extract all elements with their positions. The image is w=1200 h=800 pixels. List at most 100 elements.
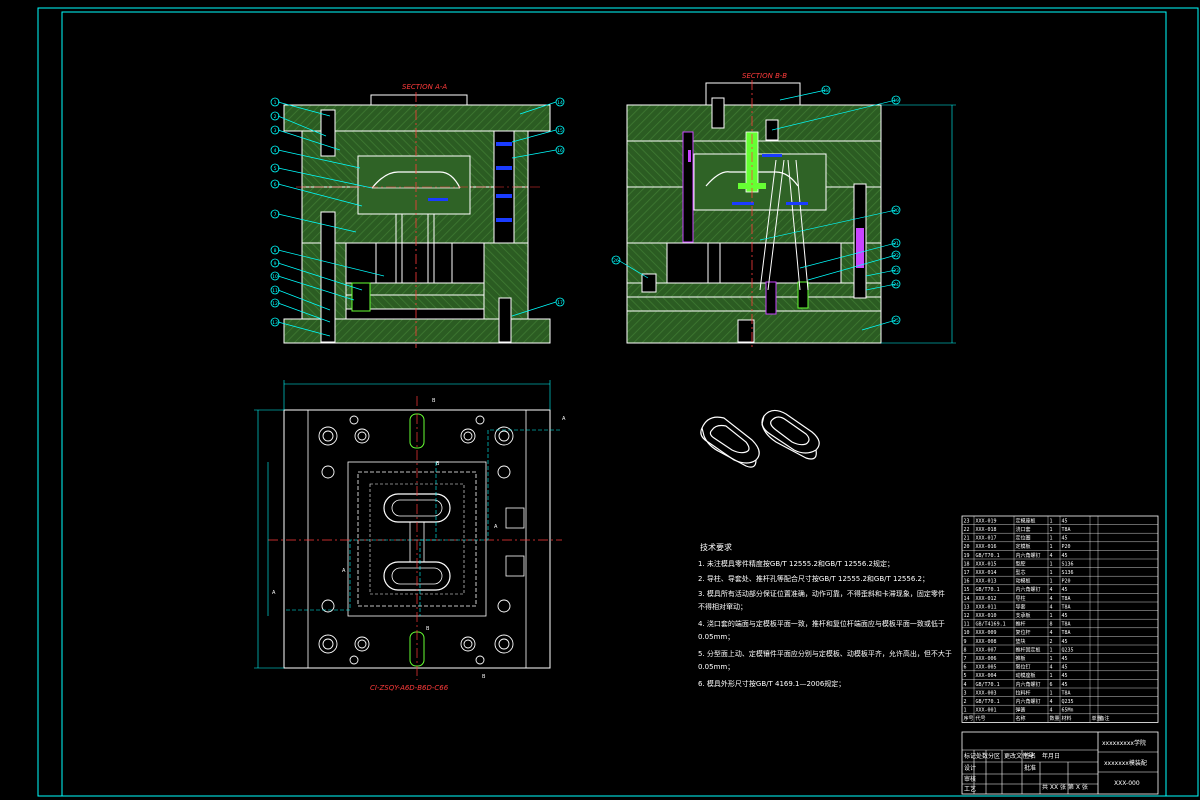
part-balloon-number: 23 <box>893 268 899 274</box>
part-balloon-number: 6 <box>274 182 277 188</box>
bom-cell: 推杆固定板 <box>1016 646 1041 653</box>
bom-cell: 1 <box>1050 536 1053 542</box>
section-mark: A <box>494 524 498 530</box>
bom-header-cell: 数量 <box>1050 715 1060 722</box>
bom-cell: 定模座板 <box>1016 517 1036 524</box>
section-a-leaders <box>277 101 557 337</box>
bom-header-cell: 序号 <box>964 715 974 722</box>
bom-header-cell: 代号 <box>976 715 986 722</box>
bom-cell: 12 <box>964 613 970 619</box>
notes-heading: 技术要求 <box>700 542 732 552</box>
section-marks: A A B B A A B B <box>272 398 566 680</box>
bom-cell: XXX-004 <box>976 673 997 679</box>
section-mark: B <box>432 398 436 404</box>
part-balloon-number: 1 <box>274 100 277 106</box>
part-balloon <box>555 125 565 135</box>
bom-header-cell: 单重 <box>1092 715 1102 722</box>
bom-cell: 22 <box>964 527 970 533</box>
part-balloon <box>270 245 280 255</box>
technical-notes: 技术要求 1. 未注模具零件精度按GB/T 12555.2和GB/T 12556… <box>698 542 952 688</box>
note-item: 0.05mm； <box>698 633 734 641</box>
section-b-leaders <box>617 89 897 331</box>
bom-cell: 45 <box>1062 587 1068 593</box>
part-balloon-number: 15 <box>557 128 563 134</box>
bom-cell: 8 <box>1050 622 1053 628</box>
bom-cell: 4 <box>964 682 967 688</box>
section-mark: A <box>272 590 276 596</box>
bom-cell: 4 <box>1050 630 1053 636</box>
bom-cell: 4 <box>1050 596 1053 602</box>
bom-cell: 1 <box>964 708 967 714</box>
part-balloon <box>270 125 280 135</box>
bom-cell: 导套 <box>1016 603 1026 610</box>
section-mark: A <box>342 568 346 574</box>
bom-cell: 内六角螺钉 <box>1016 552 1041 559</box>
bom-cell: 2 <box>964 699 967 705</box>
bom-cell: XXX-010 <box>976 613 997 619</box>
bom-header-cell: 备注 <box>1100 715 1110 722</box>
bom-cell: 6 <box>1050 682 1053 688</box>
part-balloon <box>891 250 901 260</box>
bom-cell: 9 <box>964 639 967 645</box>
bom-cell: 1 <box>1050 656 1053 662</box>
bom-cell: 内六角螺钉 <box>1016 681 1041 688</box>
part-balloon-number: 21 <box>893 241 899 247</box>
bom-cell: 23 <box>964 518 970 524</box>
bom-cell: 4 <box>1050 699 1053 705</box>
part-balloon-number: 13 <box>272 320 278 326</box>
part-balloon <box>270 271 280 281</box>
part-balloon <box>891 279 901 289</box>
bom-cell: 1 <box>1050 690 1053 696</box>
bom-cell: 型腔 <box>1016 560 1026 567</box>
bom-cell: 1 <box>1050 544 1053 550</box>
bom-cell: XXX-013 <box>976 579 997 585</box>
bom-cell: 弹簧 <box>1016 707 1026 714</box>
title-block: xxxxxxxxx学院 xxxxxxx模装配 XXX-000 共 XX 张 第 … <box>961 731 1159 795</box>
tb-label: 工艺 <box>964 785 976 793</box>
tb-label: 年月日 <box>1042 752 1060 760</box>
bom-cell: 1 <box>1050 613 1053 619</box>
part-balloon-number: 24 <box>893 282 899 288</box>
part-balloon-number: 25 <box>893 318 899 324</box>
bom-cell: 2 <box>1050 639 1053 645</box>
note-item: 3. 模具所有活动部分保证位置准确，动作可靠，不得歪斜和卡滞现象，固定零件 <box>698 589 945 598</box>
bom-cell: XXX-011 <box>976 604 997 610</box>
bom-cell: 1 <box>1050 561 1053 567</box>
bom-cell: 4 <box>1050 708 1053 714</box>
part-balloon <box>270 179 280 189</box>
tb-label: 审核 <box>964 775 976 783</box>
part-balloon-number: 18 <box>823 88 829 94</box>
plan-view-title: CI-ZSQY-A6D-B6D-C66 <box>370 684 449 692</box>
plan-view: A A B B A A B B CI-ZSQY-A6D-B6D-C66 <box>254 380 566 692</box>
bom-cell: GB/T70.1 <box>976 553 1000 559</box>
bom-cell: 拉料杆 <box>1016 689 1031 696</box>
part-balloon-number: 4 <box>274 148 277 154</box>
bom-cell: 1 <box>1050 527 1053 533</box>
bom-cell: 45 <box>1062 518 1068 524</box>
title-sheet-count: 共 XX 张 第 X 张 <box>1042 783 1088 791</box>
bom-cell: T8A <box>1062 630 1071 636</box>
bom-cell: 内六角螺钉 <box>1016 586 1041 593</box>
part-balloon-number: 14 <box>557 100 563 106</box>
bom-cell: 支承板 <box>1016 612 1031 619</box>
sheet-frame <box>37 7 1199 797</box>
note-item: 不得相对窜动； <box>698 602 747 611</box>
bom-cell: GB/T4169.1 <box>976 622 1006 628</box>
part-balloon <box>821 85 831 95</box>
bom-cell: XXX-005 <box>976 665 997 671</box>
bom-cell: 11 <box>964 622 970 628</box>
bom-cell: 限位钉 <box>1016 664 1031 671</box>
section-b-label: SECTION B-B <box>742 72 787 80</box>
bom-cell: 定模板 <box>1016 543 1031 550</box>
title-company: xxxxxxxxx学院 <box>1102 739 1146 747</box>
bom-cell: 浇口套 <box>1016 526 1031 533</box>
part-balloon <box>891 315 901 325</box>
bom-cell: T8A <box>1062 527 1071 533</box>
bom-cell: XXX-007 <box>976 647 997 653</box>
bom-cell: GB/T70.1 <box>976 587 1000 593</box>
bom-cell: 1 <box>1050 570 1053 576</box>
part-balloons: 1234567891011121314151617181920212223242… <box>270 85 901 327</box>
part-balloon <box>555 297 565 307</box>
bom-cell: 45 <box>1062 673 1068 679</box>
